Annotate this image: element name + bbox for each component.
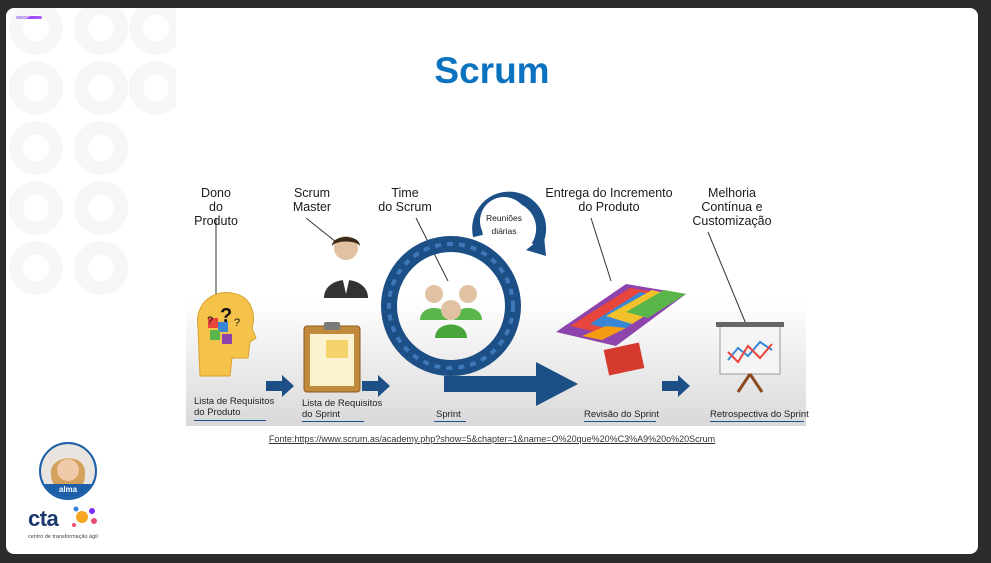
stage-sprint: Sprint (436, 409, 461, 420)
easel-chart-icon (716, 322, 784, 393)
puzzle-increment-icon (556, 284, 686, 376)
slide-title: Scrum (434, 50, 550, 91)
brand-tagline: centro de transformação ágil (28, 534, 98, 540)
slide: Scrum ? (6, 8, 978, 554)
source-link[interactable]: Fonte:https://www.scrum.as/academy.php?s… (268, 434, 716, 444)
sprint-cycle-icon (381, 191, 578, 406)
clipboard-icon (303, 322, 361, 393)
accent-bar (16, 16, 42, 19)
brand-dots-icon (72, 506, 97, 527)
head-puzzle-icon: ? ? ? (197, 292, 257, 377)
stage-retrospective: Retrospectiva do Sprint (710, 409, 809, 420)
svg-text:?: ? (234, 317, 240, 329)
presenter-avatar: alma (39, 442, 97, 500)
scrum-diagram-graphic: ? ? ? (186, 191, 806, 426)
scrum-diagram: ? ? ? (186, 176, 809, 426)
brand-logo: cta (28, 506, 59, 531)
svg-text:?: ? (220, 305, 232, 327)
svg-text:?: ? (207, 315, 213, 327)
scrum-master-icon (324, 236, 368, 298)
background-pattern (9, 8, 176, 295)
stage-review: Revisão do Sprint (584, 409, 659, 420)
presenter-photo-icon (41, 444, 95, 498)
presenter-name: alma (58, 485, 78, 494)
floor-shade (186, 301, 806, 426)
flow-arrow-icon (266, 375, 690, 397)
